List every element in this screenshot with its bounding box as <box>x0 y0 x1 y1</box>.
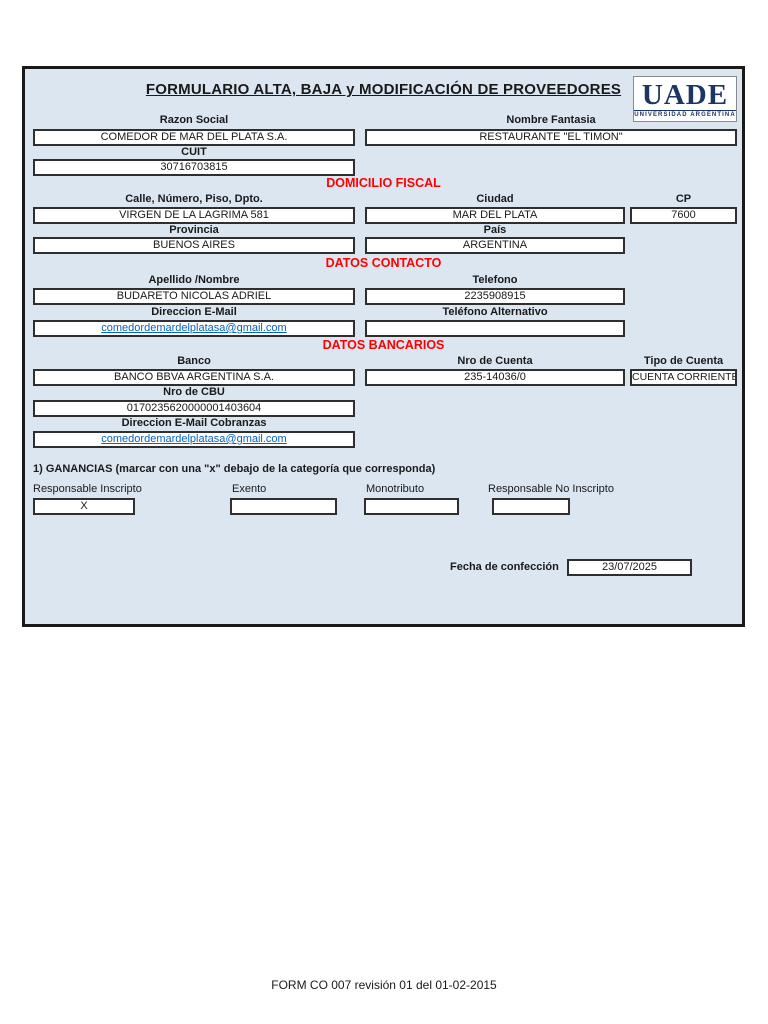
razon-social-field[interactable]: COMEDOR DE MAR DEL PLATA S.A. <box>33 129 355 146</box>
calle-field[interactable]: VIRGEN DE LA LAGRIMA 581 <box>33 207 355 224</box>
apellido-nombre-field[interactable]: BUDARETO NICOLAS ADRIEL <box>33 288 355 305</box>
section-datos-bancarios: DATOS BANCARIOS <box>322 338 445 352</box>
form-title: FORMULARIO ALTA, BAJA y MODIFICACIÓN DE … <box>145 81 622 98</box>
supplier-form: FORMULARIO ALTA, BAJA y MODIFICACIÓN DE … <box>22 66 745 627</box>
nombre-fantasia-label: Nombre Fantasia <box>506 114 596 126</box>
ganancias-option-responsable-no-inscripto-label: Responsable No Inscripto <box>488 483 614 495</box>
pais-label: País <box>483 224 507 236</box>
apellido-nombre-label: Apellido /Nombre <box>148 274 240 286</box>
email-cobranzas-field[interactable]: comedordemardelplatasa@gmail.com <box>33 431 355 448</box>
cbu-label: Nro de CBU <box>163 386 225 398</box>
ganancias-responsable-inscripto-checkbox[interactable]: X <box>33 498 135 515</box>
form-footer-reference: FORM CO 007 revisión 01 del 01-02-2015 <box>271 978 497 992</box>
ganancias-responsable-no-inscripto-checkbox[interactable] <box>492 498 570 515</box>
email-field[interactable]: comedordemardelplatasa@gmail.com <box>33 320 355 337</box>
tipo-cuenta-label: Tipo de Cuenta <box>643 355 724 367</box>
uade-logo-text: UADE <box>641 78 729 111</box>
nombre-fantasia-field[interactable]: RESTAURANTE "EL TIMON" <box>365 129 737 146</box>
cp-label: CP <box>675 193 692 205</box>
telefono-alternativo-field[interactable] <box>365 320 625 337</box>
calle-label: Calle, Número, Piso, Dpto. <box>125 193 263 205</box>
provincia-field[interactable]: BUENOS AIRES <box>33 237 355 254</box>
razon-social-label: Razon Social <box>159 114 229 126</box>
ciudad-label: Ciudad <box>476 193 514 205</box>
ganancias-monotributo-checkbox[interactable] <box>364 498 459 515</box>
email-link[interactable]: comedordemardelplatasa@gmail.com <box>101 322 287 334</box>
fecha-confeccion-field[interactable]: 23/07/2025 <box>567 559 692 576</box>
nro-cuenta-field[interactable]: 235-14036/0 <box>365 369 625 386</box>
nro-cuenta-label: Nro de Cuenta <box>457 355 533 367</box>
ganancias-exento-checkbox[interactable] <box>230 498 337 515</box>
pais-field[interactable]: ARGENTINA <box>365 237 625 254</box>
email-label: Direccion E-Mail <box>151 306 237 318</box>
section-domicilio-fiscal: DOMICILIO FISCAL <box>326 176 441 190</box>
telefono-label: Telefono <box>472 274 518 286</box>
ciudad-field[interactable]: MAR DEL PLATA <box>365 207 625 224</box>
section-datos-contacto: DATOS CONTACTO <box>325 256 442 270</box>
telefono-alternativo-label: Teléfono Alternativo <box>442 306 548 318</box>
telefono-field[interactable]: 2235908915 <box>365 288 625 305</box>
email-cobranzas-label: Direccion E-Mail Cobranzas <box>121 417 267 429</box>
cp-field[interactable]: 7600 <box>630 207 737 224</box>
tipo-cuenta-field[interactable]: CUENTA CORRIENTE <box>630 369 737 386</box>
banco-label: Banco <box>177 355 211 367</box>
ganancias-option-responsable-inscripto-label: Responsable Inscripto <box>33 483 142 495</box>
cuit-field[interactable]: 30716703815 <box>33 159 355 176</box>
cbu-field[interactable]: 0170235620000001403604 <box>33 400 355 417</box>
cuit-label: CUIT <box>181 146 207 158</box>
banco-field[interactable]: BANCO BBVA ARGENTINA S.A. <box>33 369 355 386</box>
ganancias-option-monotributo-label: Monotributo <box>366 483 425 495</box>
email-cobranzas-link[interactable]: comedordemardelplatasa@gmail.com <box>101 433 287 445</box>
ganancias-title: 1) GANANCIAS (marcar con una "x" debajo … <box>33 463 436 475</box>
uade-logo: UADE UNIVERSIDAD ARGENTINA <box>633 76 737 122</box>
fecha-confeccion-label: Fecha de confección <box>450 561 559 573</box>
ganancias-option-exento-label: Exento <box>232 483 267 495</box>
uade-logo-subtitle: UNIVERSIDAD ARGENTINA <box>634 109 736 118</box>
provincia-label: Provincia <box>169 224 219 236</box>
